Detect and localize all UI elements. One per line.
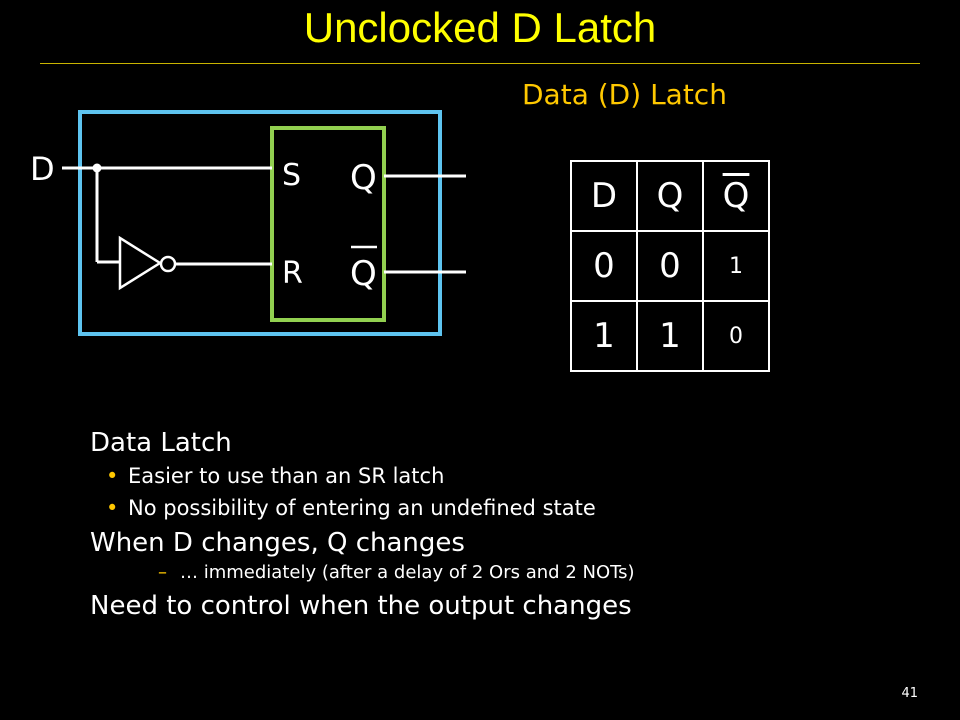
bullet-list: Data Latch • Easier to use than an SR lat… — [90, 428, 635, 627]
sub-bullet-text: No possibility of entering an undefined … — [128, 496, 596, 520]
cell-d: 1 — [570, 300, 638, 372]
set-input-label: S — [282, 158, 302, 193]
sub-sub-bullet: –… immediately (after a delay of 2 Ors a… — [158, 562, 635, 583]
sub-bullet: • Easier to use than an SR latch — [106, 464, 635, 488]
title-divider — [40, 63, 920, 64]
q-output-label: Q — [350, 158, 377, 198]
d-input-label: D — [30, 150, 55, 188]
latch-outer-box — [78, 110, 442, 336]
slide-subtitle: Data (D) Latch — [522, 78, 727, 111]
not-gate-bubble — [159, 255, 177, 273]
header-q: Q — [636, 160, 704, 232]
bullet-dot-icon: • — [106, 496, 119, 520]
header-qbar: Q — [702, 160, 770, 232]
bullet-dot-icon: • — [106, 464, 119, 488]
cell-q: 0 — [636, 230, 704, 302]
header-d: D — [570, 160, 638, 232]
truth-table-header-row: D Q Q — [570, 160, 770, 232]
slide-title: Unclocked D Latch — [303, 4, 657, 51]
qbar-output-label: Q — [350, 254, 377, 294]
cell-qbar: 0 — [702, 300, 770, 372]
cell-d: 0 — [570, 230, 638, 302]
bullet-heading: Need to control when the output changes — [90, 591, 632, 621]
dash-icon: – — [158, 562, 167, 583]
reset-input-label: R — [282, 256, 303, 291]
bullet-heading: Data Latch — [90, 428, 232, 458]
cell-qbar: 1 — [702, 230, 770, 302]
sub-bullet: • No possibility of entering an undefined… — [106, 496, 635, 520]
bullet-heading: When D changes, Q changes — [90, 528, 465, 558]
sr-latch-box — [270, 126, 386, 322]
truth-table-row: 0 0 1 — [570, 230, 770, 302]
truth-table-row: 1 1 0 — [570, 300, 770, 372]
sub-bullet-text: Easier to use than an SR latch — [128, 464, 445, 488]
truth-table: D Q Q 0 0 1 1 1 0 — [570, 160, 770, 372]
page-number: 41 — [901, 686, 918, 701]
not-gate-triangle — [118, 235, 163, 291]
sub-sub-bullet-text: … immediately (after a delay of 2 Ors an… — [180, 562, 635, 583]
cell-q: 1 — [636, 300, 704, 372]
